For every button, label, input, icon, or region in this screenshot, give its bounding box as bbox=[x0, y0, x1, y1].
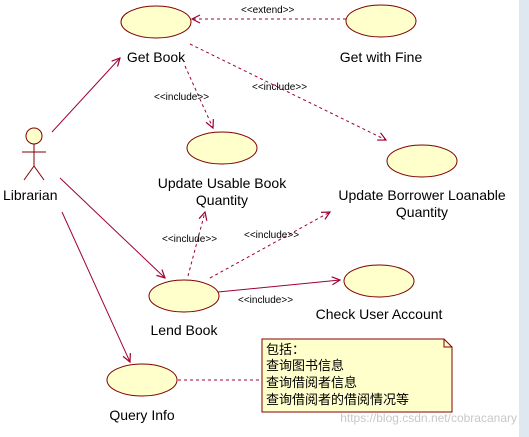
note-line-1: 包括： bbox=[266, 342, 305, 357]
update-borrower-label-1: Update Borrower Loanable bbox=[338, 187, 506, 203]
include-label-lend-check: <<include>> bbox=[238, 295, 293, 306]
note: 包括： 查询图书信息 查询借阅者信息 查询借阅者的借阅情况等 bbox=[261, 338, 453, 413]
use-case-check-user-account bbox=[343, 264, 415, 298]
association-librarian-get-book bbox=[51, 58, 120, 133]
association-librarian-query-info bbox=[61, 211, 130, 362]
include-label-lend-usable: <<include>> bbox=[162, 234, 217, 245]
association-librarian-lend-book bbox=[59, 177, 165, 278]
actor-left-leg bbox=[23, 165, 35, 181]
get-with-fine-label: Get with Fine bbox=[340, 49, 423, 65]
use-case-update-borrower bbox=[386, 144, 458, 178]
lend-book-label: Lend Book bbox=[151, 322, 219, 338]
include-label-get-usable: <<include>> bbox=[154, 92, 209, 103]
use-case-query-info bbox=[106, 363, 178, 397]
use-case-get-book bbox=[120, 5, 192, 39]
actor-name: Librarian bbox=[3, 187, 57, 203]
update-usable-label-2: Quantity bbox=[196, 192, 248, 208]
note-line-3: 查询借阅者信息 bbox=[266, 375, 357, 390]
update-borrower-label-2: Quantity bbox=[396, 204, 448, 220]
include-lend-to-usable bbox=[187, 212, 205, 277]
include-label-lend-borrower: <<include>> bbox=[244, 230, 299, 241]
include-get-to-borrower bbox=[189, 43, 386, 140]
association-lend-check-account bbox=[217, 280, 340, 293]
watermark: https://blog.csdn.net/cobracanary bbox=[340, 411, 517, 425]
include-label-get-borrower: <<include>> bbox=[252, 82, 307, 93]
note-fold bbox=[443, 339, 452, 348]
note-shape bbox=[261, 338, 453, 413]
use-case-get-with-fine bbox=[345, 4, 417, 38]
page-edge bbox=[519, 0, 529, 437]
actor-right-leg bbox=[33, 165, 45, 181]
query-info-label: Query Info bbox=[109, 407, 175, 423]
use-case-lend-book bbox=[148, 279, 220, 313]
note-line-4: 查询借阅者的借阅情况等 bbox=[266, 392, 409, 407]
actor-head bbox=[25, 127, 43, 145]
use-case-update-usable bbox=[186, 131, 258, 165]
get-book-label: Get Book bbox=[127, 49, 186, 65]
check-user-account-label: Check User Account bbox=[316, 306, 443, 322]
librarian-actor bbox=[22, 127, 46, 181]
note-line-2: 查询图书信息 bbox=[266, 358, 344, 373]
update-usable-label-1: Update Usable Book bbox=[158, 175, 287, 191]
include-lend-to-borrower bbox=[209, 212, 330, 279]
extend-label: <<extend>> bbox=[241, 5, 295, 16]
include-get-to-usable bbox=[184, 65, 213, 128]
